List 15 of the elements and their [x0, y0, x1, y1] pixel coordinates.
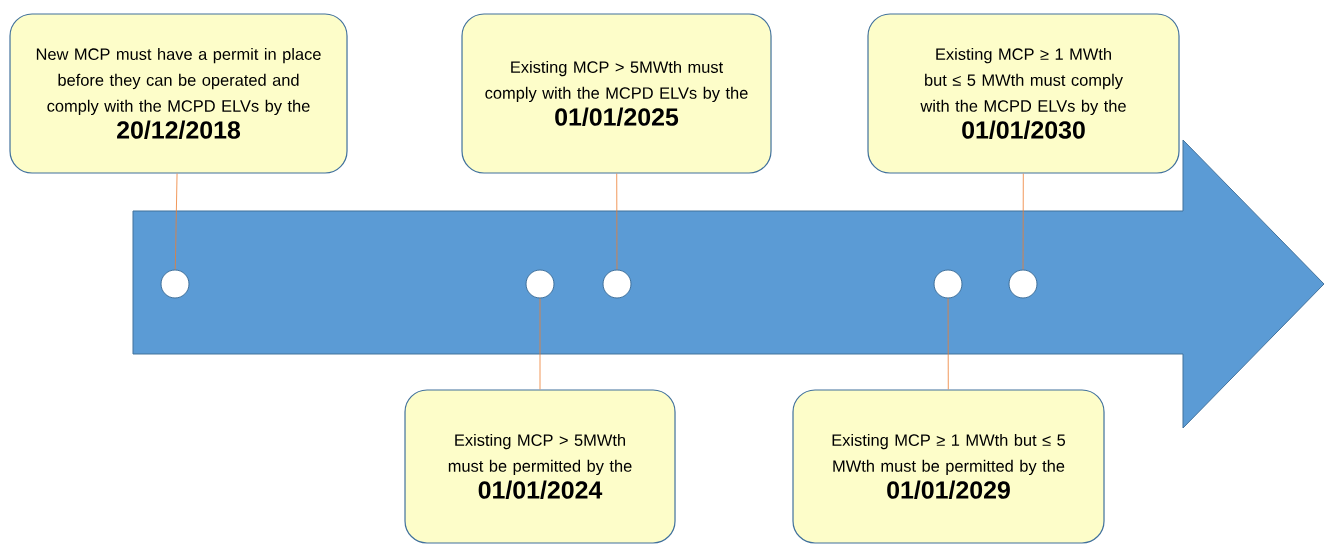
- milestone-dot: [1008, 269, 1038, 299]
- callout-box: New MCP must have a permit in place before they can be operated and comply with the MCPD ELVs by the 20/12/2018: [9, 13, 348, 174]
- milestone-dot: [160, 269, 190, 299]
- callout-box: Existing MCP > 5MWth must be permitted by the 01/01/2024: [404, 389, 676, 544]
- leader-line: [1022, 173, 1024, 270]
- leader-line: [616, 173, 618, 270]
- milestone-dot: [525, 269, 555, 299]
- leader-line: [539, 298, 541, 390]
- milestone-dot: [602, 269, 632, 299]
- callout-box: Existing MCP ≥ 1 MWth but ≤ 5 MWth must comply with the MCPD ELVs by the 01/01/2030: [867, 13, 1180, 174]
- callout-box: Existing MCP > 5MWth must comply with the MCPD ELVs by the 01/01/2025: [461, 13, 772, 174]
- leader-line: [174, 173, 178, 270]
- milestone-dot: [933, 269, 963, 299]
- callout-box: Existing MCP ≥ 1 MWth but ≤ 5 MWth must be permitted by the 01/01/2029: [792, 389, 1105, 544]
- leader-line: [947, 298, 949, 390]
